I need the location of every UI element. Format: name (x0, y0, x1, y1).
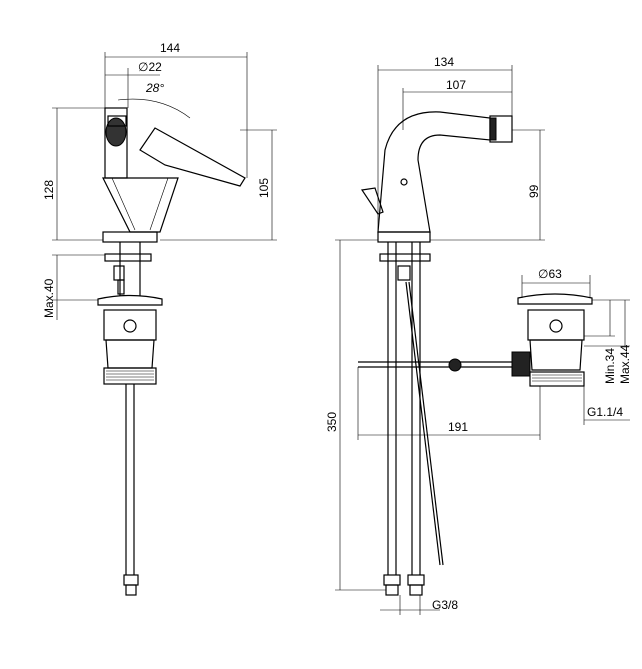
dim-hose-350: 350 (325, 411, 339, 432)
dim-thread-g38: G3/8 (432, 598, 459, 612)
dim-reach-107: 107 (446, 78, 467, 92)
front-view-waste (511, 293, 593, 387)
dim-max-44: Max.44 (618, 344, 632, 384)
side-view-waste (97, 294, 163, 596)
dim-height-99: 99 (527, 184, 541, 198)
dim-lever-angle: 28° (146, 81, 165, 95)
dim-rod-191: 191 (448, 420, 469, 434)
side-view-mixer (102, 107, 246, 296)
dim-height-128: 128 (42, 179, 56, 200)
dim-height-105: 105 (257, 177, 271, 198)
front-view-dimensions (335, 65, 630, 615)
side-view-dimensions (52, 52, 277, 320)
dim-width-144: 144 (160, 41, 181, 55)
front-view-mixer (358, 111, 513, 596)
dim-flange-diameter: ∅63 (538, 267, 562, 281)
dim-width-134: 134 (434, 55, 455, 69)
dim-max-40: Max.40 (42, 278, 56, 318)
dim-thread-g114: G1.1/4 (587, 405, 624, 419)
dim-min-34: Min.34 (603, 347, 617, 384)
dim-spout-diameter: ∅22 (138, 60, 162, 74)
